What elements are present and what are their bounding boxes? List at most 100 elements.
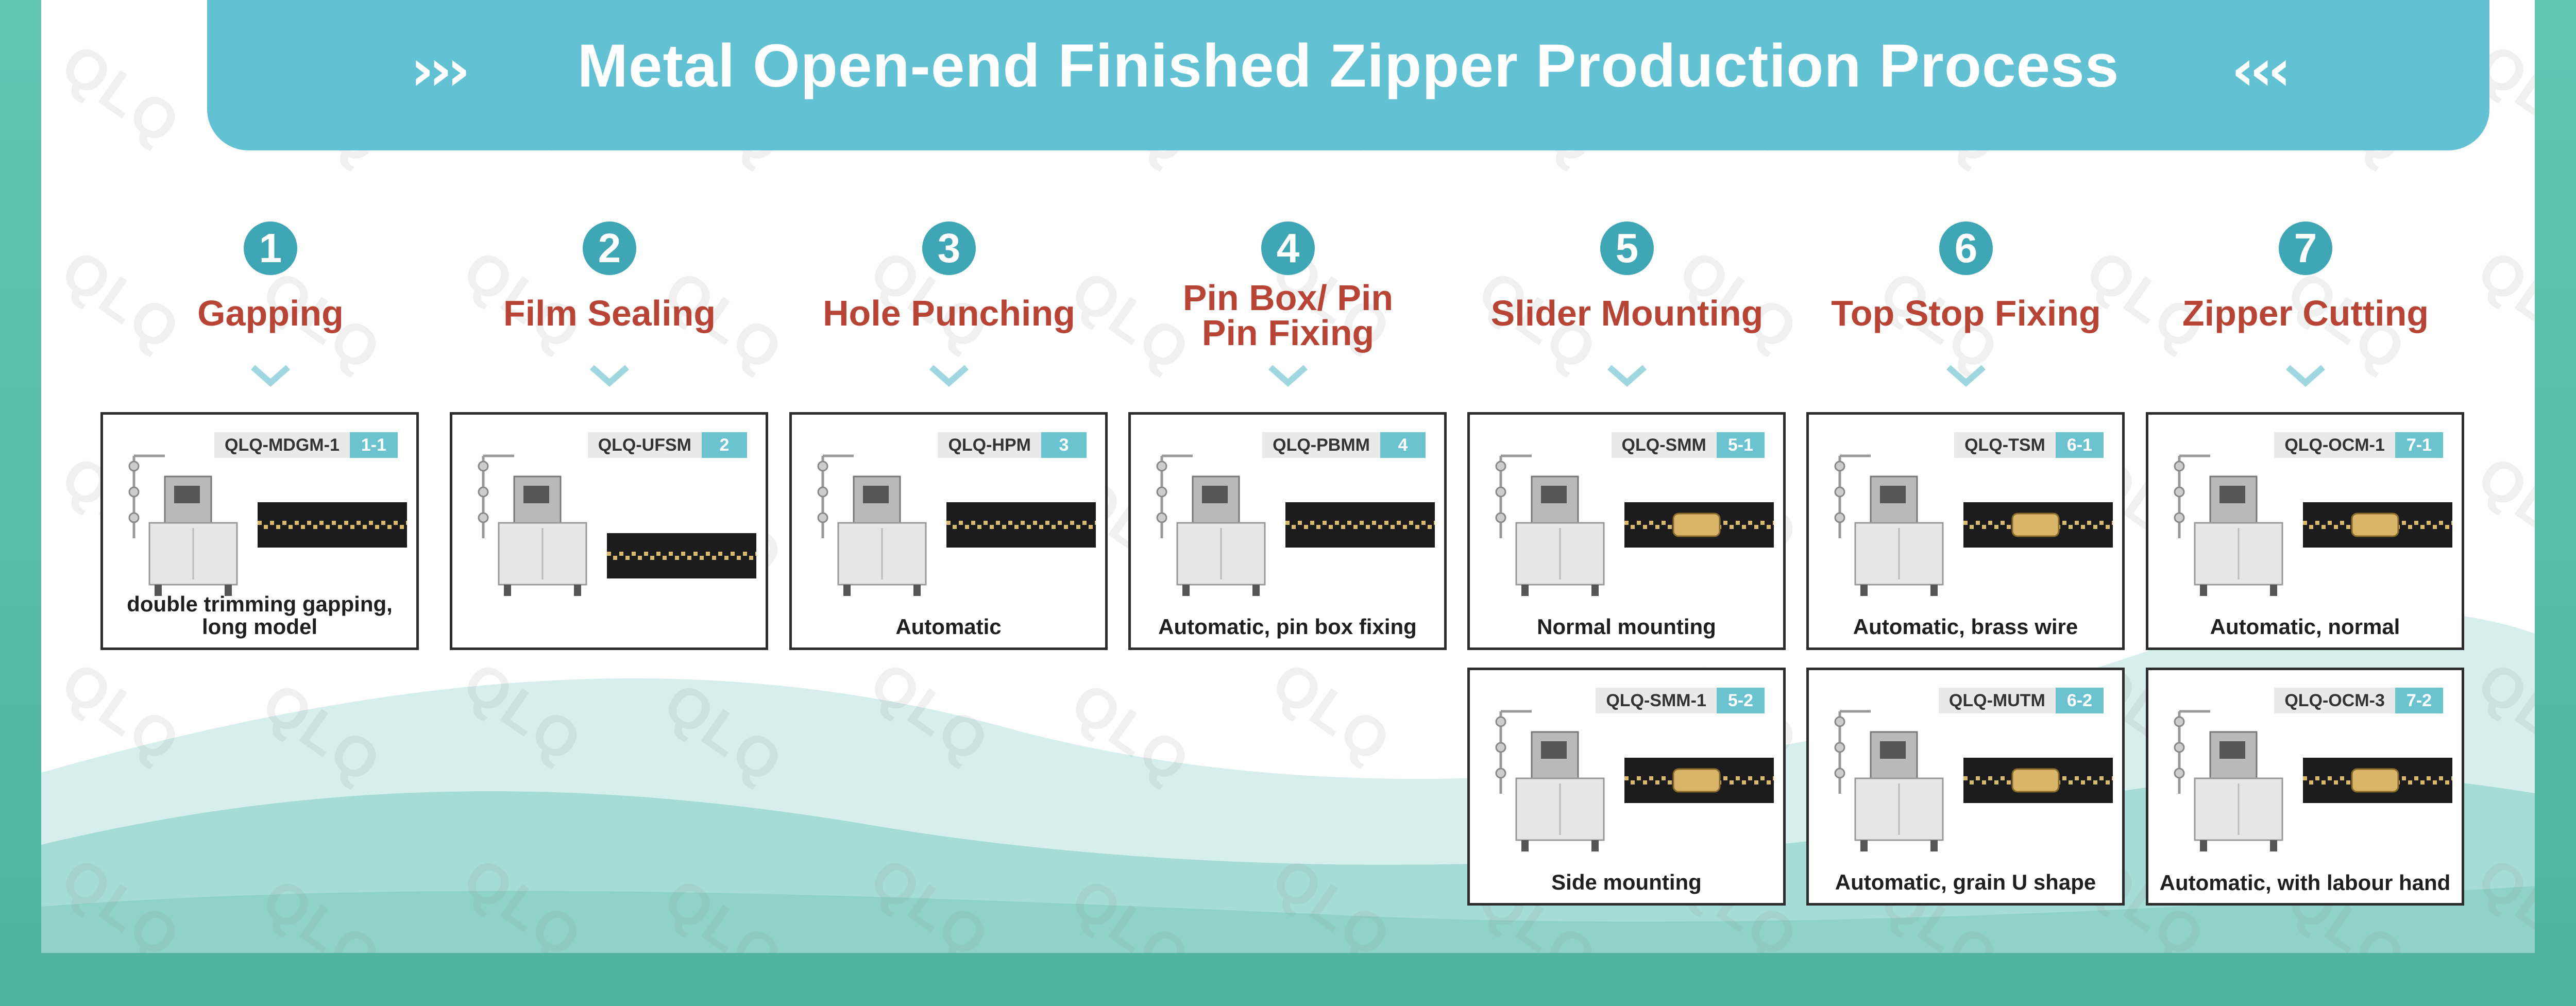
card-index: 7-2 [2395,688,2443,713]
card-index: 2 [702,432,747,458]
chevron-down-icon [1607,365,1647,387]
machine-icon [1156,454,1266,596]
step-label: Slider Mounting [1490,293,1764,333]
model-code: QLQ-MUTM [1938,688,2056,713]
machine-icon [128,454,238,596]
model-code: QLQ-PBMM [1262,432,1380,458]
zipper-sample-icon [1963,502,2113,548]
zipper-sample-icon [1963,758,2113,803]
card-caption: Automatic [895,615,1002,639]
chevron-down-icon [1946,365,1986,387]
zipper-sample-icon [2303,758,2452,803]
zipper-sample-icon [258,502,407,548]
step-number-badge: 1 [244,221,297,275]
step-number-badge: 4 [1261,221,1315,275]
card-caption: Side mounting [1551,870,1702,894]
card-index: 6-2 [2055,688,2104,713]
step-6: 6 Top Stop Fixing [1806,221,2126,331]
card-index: 5-1 [1716,432,1765,458]
chevron-down-icon [2286,365,2325,387]
chevron-down-icon [929,365,969,387]
card-caption: double trimming gapping, long model [127,592,393,639]
zipper-sample-icon [946,502,1096,548]
card-caption: Automatic, brass wire [1853,615,2078,639]
machine-icon [1495,710,1605,851]
step-1: 1 Gapping [111,221,430,331]
title-banner: ››› Metal Open-end Finished Zipper Produ… [207,0,2489,150]
step-7: 7 Zipper Cutting [2146,221,2465,331]
machine-icon [2174,454,2283,596]
zipper-sample-icon [1285,502,1435,548]
card-index: 3 [1041,432,1087,458]
machine-icon [1834,710,1944,851]
zipper-sample-icon [2303,502,2452,548]
chevron-right-icon: ››› [411,37,470,103]
zipper-sample-icon [607,533,756,578]
chevron-down-icon [590,365,629,387]
machine-icon [478,454,587,596]
model-code: QLQ-MDGM-1 [214,432,350,458]
card-caption: Automatic, pin box fixing [1158,615,1417,639]
card-index: 4 [1380,432,1426,458]
machine-icon [817,454,927,596]
model-code: QLQ-SMM [1611,432,1717,458]
model-code: QLQ-TSM [1954,432,2056,458]
machine-icon [1834,454,1944,596]
card-index: 6-1 [2055,432,2104,458]
step-label: Zipper Cutting [2182,293,2429,333]
page-title: Metal Open-end Finished Zipper Productio… [577,32,2120,100]
chevron-down-icon [251,365,290,387]
model-code: QLQ-OCM-3 [2274,688,2395,713]
card-index: 5-2 [1716,688,1765,713]
model-code: QLQ-SMM-1 [1596,688,1717,713]
card-caption: Automatic, normal [2210,615,2400,639]
chevron-left-icon: ‹‹‹ [2231,37,2291,103]
step-number-badge: 7 [2279,221,2332,275]
model-code: QLQ-HPM [938,432,1041,458]
card-index: 7-1 [2395,432,2443,458]
step-2: 2 Film Sealing [450,221,769,331]
machine-icon [1495,454,1605,596]
card-caption: Automatic, grain U shape [1835,870,2096,894]
model-code: QLQ-OCM-1 [2274,432,2395,458]
card-index: 1-1 [349,432,398,458]
step-number-badge: 5 [1600,221,1654,275]
step-number-badge: 6 [1939,221,1993,275]
machine-icon [2174,710,2283,851]
step-label: Top Stop Fixing [1831,293,2101,333]
step-4: 4 Pin Box/ Pin Pin Fixing [1128,221,1448,353]
chevron-down-icon [1268,365,1308,387]
step-3: 3 Hole Punching [789,221,1109,331]
step-label: Film Sealing [503,293,716,333]
step-label: Pin Box/ Pin Pin Fixing [1182,278,1394,353]
zipper-sample-icon [1624,502,1774,548]
card-caption: Normal mounting [1537,615,1716,639]
card-caption: Automatic, with labour hand [2159,871,2451,895]
model-code: QLQ-UFSM [587,432,702,458]
step-number-badge: 3 [922,221,976,275]
step-label: Hole Punching [823,293,1075,333]
step-label: Gapping [197,293,344,333]
step-number-badge: 2 [583,221,636,275]
step-5: 5 Slider Mounting [1467,221,1787,331]
zipper-sample-icon [1624,758,1774,803]
